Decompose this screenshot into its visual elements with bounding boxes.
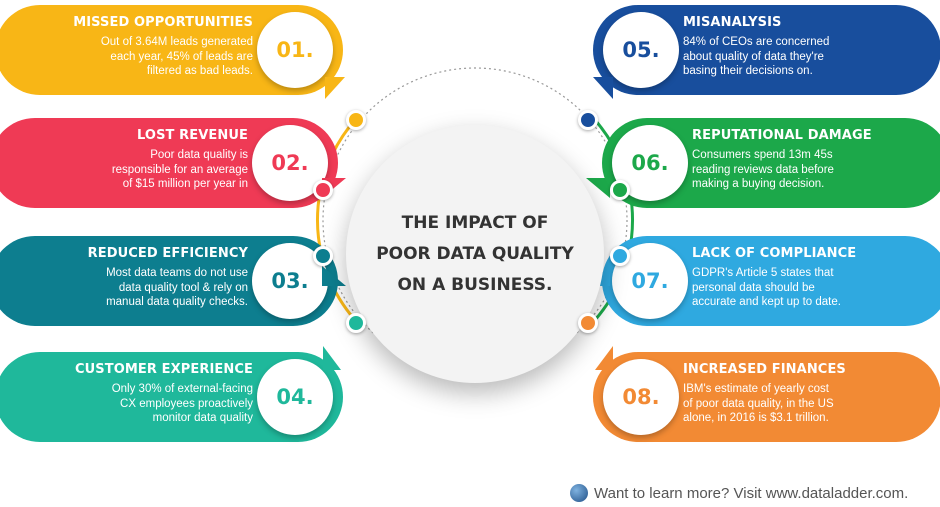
card-number: 05.	[603, 12, 679, 88]
card-description: Out of 3.64M leads generated each year, …	[100, 36, 253, 77]
footer: Want to learn more? Visit www.dataladder…	[570, 484, 908, 502]
card-number: 03.	[252, 243, 328, 319]
connector-dot	[578, 110, 598, 130]
card-description: GDPR's Article 5 states that personal da…	[692, 267, 841, 308]
card-number: 08.	[603, 359, 679, 435]
connector-dot	[610, 180, 630, 200]
connector-dot	[346, 110, 366, 130]
card-title: REDUCED EFFICIENCY	[87, 246, 248, 261]
card-missed-opportunities: MISSED OPPORTUNITIES Out of 3.64M leads …	[0, 5, 345, 99]
card-number: 04.	[257, 359, 333, 435]
card-description: Only 30% of external-facing CX employees…	[111, 383, 253, 424]
card-title: MISANALYSIS	[683, 15, 782, 30]
card-customer-experience: CUSTOMER EXPERIENCE Only 30% of external…	[0, 346, 343, 442]
center-title: THE IMPACT OF POOR DATA QUALITY ON A BUS…	[376, 212, 574, 295]
card-title: REPUTATIONAL DAMAGE	[692, 128, 872, 143]
card-number: 01.	[257, 12, 333, 88]
connector-dot	[313, 180, 333, 200]
card-lost-revenue: LOST REVENUE Poor data quality is respon…	[0, 118, 346, 208]
card-number: 07.	[612, 243, 688, 319]
card-description: 84% of CEOs are concerned about quality …	[683, 36, 830, 77]
card-reputational-damage: 06. REPUTATIONAL DAMAGE Consumers spend …	[586, 118, 940, 208]
card-description: Most data teams do not use data quality …	[106, 267, 248, 308]
footer-link-text[interactable]: Want to learn more? Visit www.dataladder…	[594, 484, 909, 502]
card-title: CUSTOMER EXPERIENCE	[75, 362, 253, 377]
card-title: LOST REVENUE	[137, 128, 248, 143]
card-title: INCREASED FINANCES	[683, 362, 846, 377]
card-lack-of-compliance: 07. LACK OF COMPLIANCE GDPR's Article 5 …	[586, 236, 940, 326]
card-title: LACK OF COMPLIANCE	[692, 246, 857, 261]
card-description: IBM's estimate of yearly cost of poor da…	[683, 383, 834, 424]
card-increased-finances: 08. INCREASED FINANCES IBM's estimate of…	[593, 346, 940, 442]
card-reduced-efficiency: REDUCED EFFICIENCY Most data teams do no…	[0, 236, 346, 326]
card-misanalysis: 05. MISANALYSIS 84% of CEOs are concerne…	[593, 5, 940, 99]
connector-dot	[578, 313, 598, 333]
connector-dot	[610, 246, 630, 266]
card-description: Consumers spend 13m 45s reading reviews …	[692, 149, 834, 190]
card-description: Poor data quality is responsible for an …	[111, 149, 248, 190]
connector-dot	[346, 313, 366, 333]
connector-dot	[313, 246, 333, 266]
center-circle: THE IMPACT OF POOR DATA QUALITY ON A BUS…	[346, 125, 604, 383]
card-title: MISSED OPPORTUNITIES	[73, 15, 253, 30]
globe-icon	[570, 484, 588, 502]
